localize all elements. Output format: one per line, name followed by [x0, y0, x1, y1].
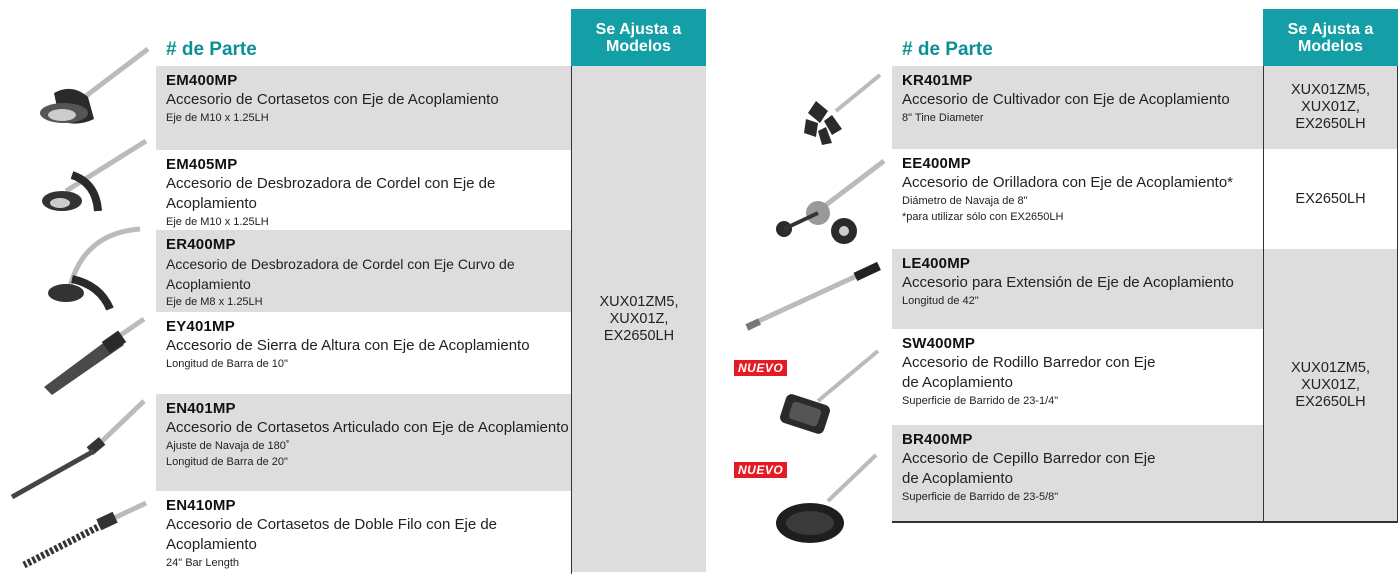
header-fits-models: Se Ajusta a Modelos	[1263, 9, 1398, 66]
part-description: Accesorio de Cortasetos Articulado con E…	[166, 419, 569, 436]
part-description: Accesorio de Cultivador con Eje de Acopl…	[902, 91, 1230, 108]
edger-wheel-icon	[776, 159, 886, 244]
part-code: SW400MP	[902, 335, 976, 352]
sweeper-roller-icon	[780, 349, 880, 434]
new-badge: NUEVO	[734, 360, 788, 376]
table-row: EM400MP Accesorio de Cortasetos con Eje …	[156, 66, 571, 150]
table-row: ER400MP Accesorio de Desbrozadora de Cor…	[156, 230, 571, 312]
part-spec: Longitud de Barra de 10"	[166, 358, 288, 370]
brush-sweeper-icon	[776, 453, 878, 543]
part-spec: Eje de M8 x 1.25LH	[166, 296, 263, 308]
part-description: Accesorio de Orilladora con Eje de Acopl…	[902, 174, 1234, 191]
header-part-number: # de Parte	[902, 39, 993, 60]
cultivator-icon	[804, 73, 882, 145]
part-spec-2: Longitud de Barra de 20"	[166, 456, 288, 468]
header-fits-label: Se Ajusta a Modelos	[1287, 20, 1374, 55]
table-row: EE400MP Accesorio de Orilladora con Eje …	[892, 149, 1263, 249]
part-spec-2: *para utilizar sólo con EX2650LH	[902, 211, 1064, 223]
part-code: EY401MP	[166, 318, 235, 335]
part-description: Accesorio de Sierra de Altura con Eje de…	[166, 337, 530, 354]
part-code: EN410MP	[166, 497, 236, 514]
part-description: Accesorio de Cortasetos de Doble Filo co…	[166, 516, 498, 553]
part-code: EE400MP	[902, 155, 971, 172]
table-row: EM405MP Accesorio de Desbrozadora de Cor…	[156, 150, 571, 230]
table-row: EN410MP Accesorio de Cortasetos de Doble…	[156, 491, 571, 575]
part-code: LE400MP	[902, 255, 971, 272]
left-rows: EM400MP Accesorio de Cortasetos con Eje …	[156, 66, 571, 575]
part-spec: 8" Tine Diameter	[902, 112, 984, 124]
string-trimmer-icon	[42, 138, 148, 212]
fits-models-cell-3: XUX01ZM5, XUX01Z, EX2650LH	[1263, 249, 1398, 522]
part-spec: Ajuste de Navaja de 180˚	[166, 440, 290, 452]
fits-models-cell-1: XUX01ZM5, XUX01Z, EX2650LH	[1263, 66, 1398, 149]
part-spec: Superficie de Barrido de 23-1/4"	[902, 395, 1059, 407]
fits-models-cell: XUX01ZM5, XUX01Z, EX2650LH	[571, 66, 706, 572]
part-description: Accesorio de Desbrozadora de Cordel con …	[166, 256, 515, 292]
articulating-hedge-icon	[10, 399, 146, 500]
extension-shaft-icon	[745, 261, 881, 331]
table-row: EY401MP Accesorio de Sierra de Altura co…	[156, 312, 571, 394]
header-part-number: # de Parte	[166, 39, 257, 60]
table-row: SW400MP Accesorio de Rodillo Barredor co…	[892, 329, 1263, 425]
right-rows: KR401MP Accesorio de Cultivador con Eje …	[892, 66, 1263, 522]
part-description-2: de Acoplamiento	[902, 470, 1013, 487]
part-description: Accesorio de Desbrozadora de Cordel con …	[166, 175, 496, 212]
part-spec: Longitud de 42"	[902, 295, 979, 307]
pole-saw-icon	[44, 316, 146, 395]
part-code: EN401MP	[166, 400, 236, 417]
part-spec: Diámetro de Navaja de 8"	[902, 195, 1028, 207]
edger-head-icon	[40, 47, 150, 124]
part-description: Accesorio para Extensión de Eje de Acopl…	[902, 274, 1234, 291]
part-code: BR400MP	[902, 431, 973, 448]
part-spec: Eje de M10 x 1.25LH	[166, 216, 269, 228]
part-code: ER400MP	[166, 236, 236, 253]
part-description-2: de Acoplamiento	[902, 374, 1013, 391]
part-description: Accesorio de Cortasetos con Eje de Acopl…	[166, 91, 499, 108]
new-badge: NUEVO	[734, 462, 788, 478]
part-code: EM400MP	[166, 72, 238, 89]
part-description: Accesorio de Rodillo Barredor con Eje	[902, 354, 1156, 371]
part-spec: Eje de M10 x 1.25LH	[166, 112, 269, 124]
header-fits-models: Se Ajusta a Modelos	[571, 9, 706, 66]
part-code: KR401MP	[902, 72, 973, 89]
table-row: KR401MP Accesorio de Cultivador con Eje …	[892, 66, 1263, 149]
part-spec: 24" Bar Length	[166, 557, 240, 569]
curved-trimmer-icon	[48, 226, 141, 311]
table-row: LE400MP Accesorio para Extensión de Eje …	[892, 249, 1263, 329]
fits-models-cell-2: EX2650LH	[1263, 149, 1398, 249]
part-code: EM405MP	[166, 156, 238, 173]
part-description: Accesorio de Cepillo Barredor con Eje	[902, 450, 1156, 467]
double-hedge-icon	[22, 500, 148, 569]
table-row: EN401MP Accesorio de Cortasetos Articula…	[156, 394, 571, 491]
header-fits-label: Se Ajusta a Modelos	[595, 20, 682, 55]
table-row: BR400MP Accesorio de Cepillo Barredor co…	[892, 425, 1263, 522]
part-spec: Superficie de Barrido de 23-5/8"	[902, 491, 1059, 503]
